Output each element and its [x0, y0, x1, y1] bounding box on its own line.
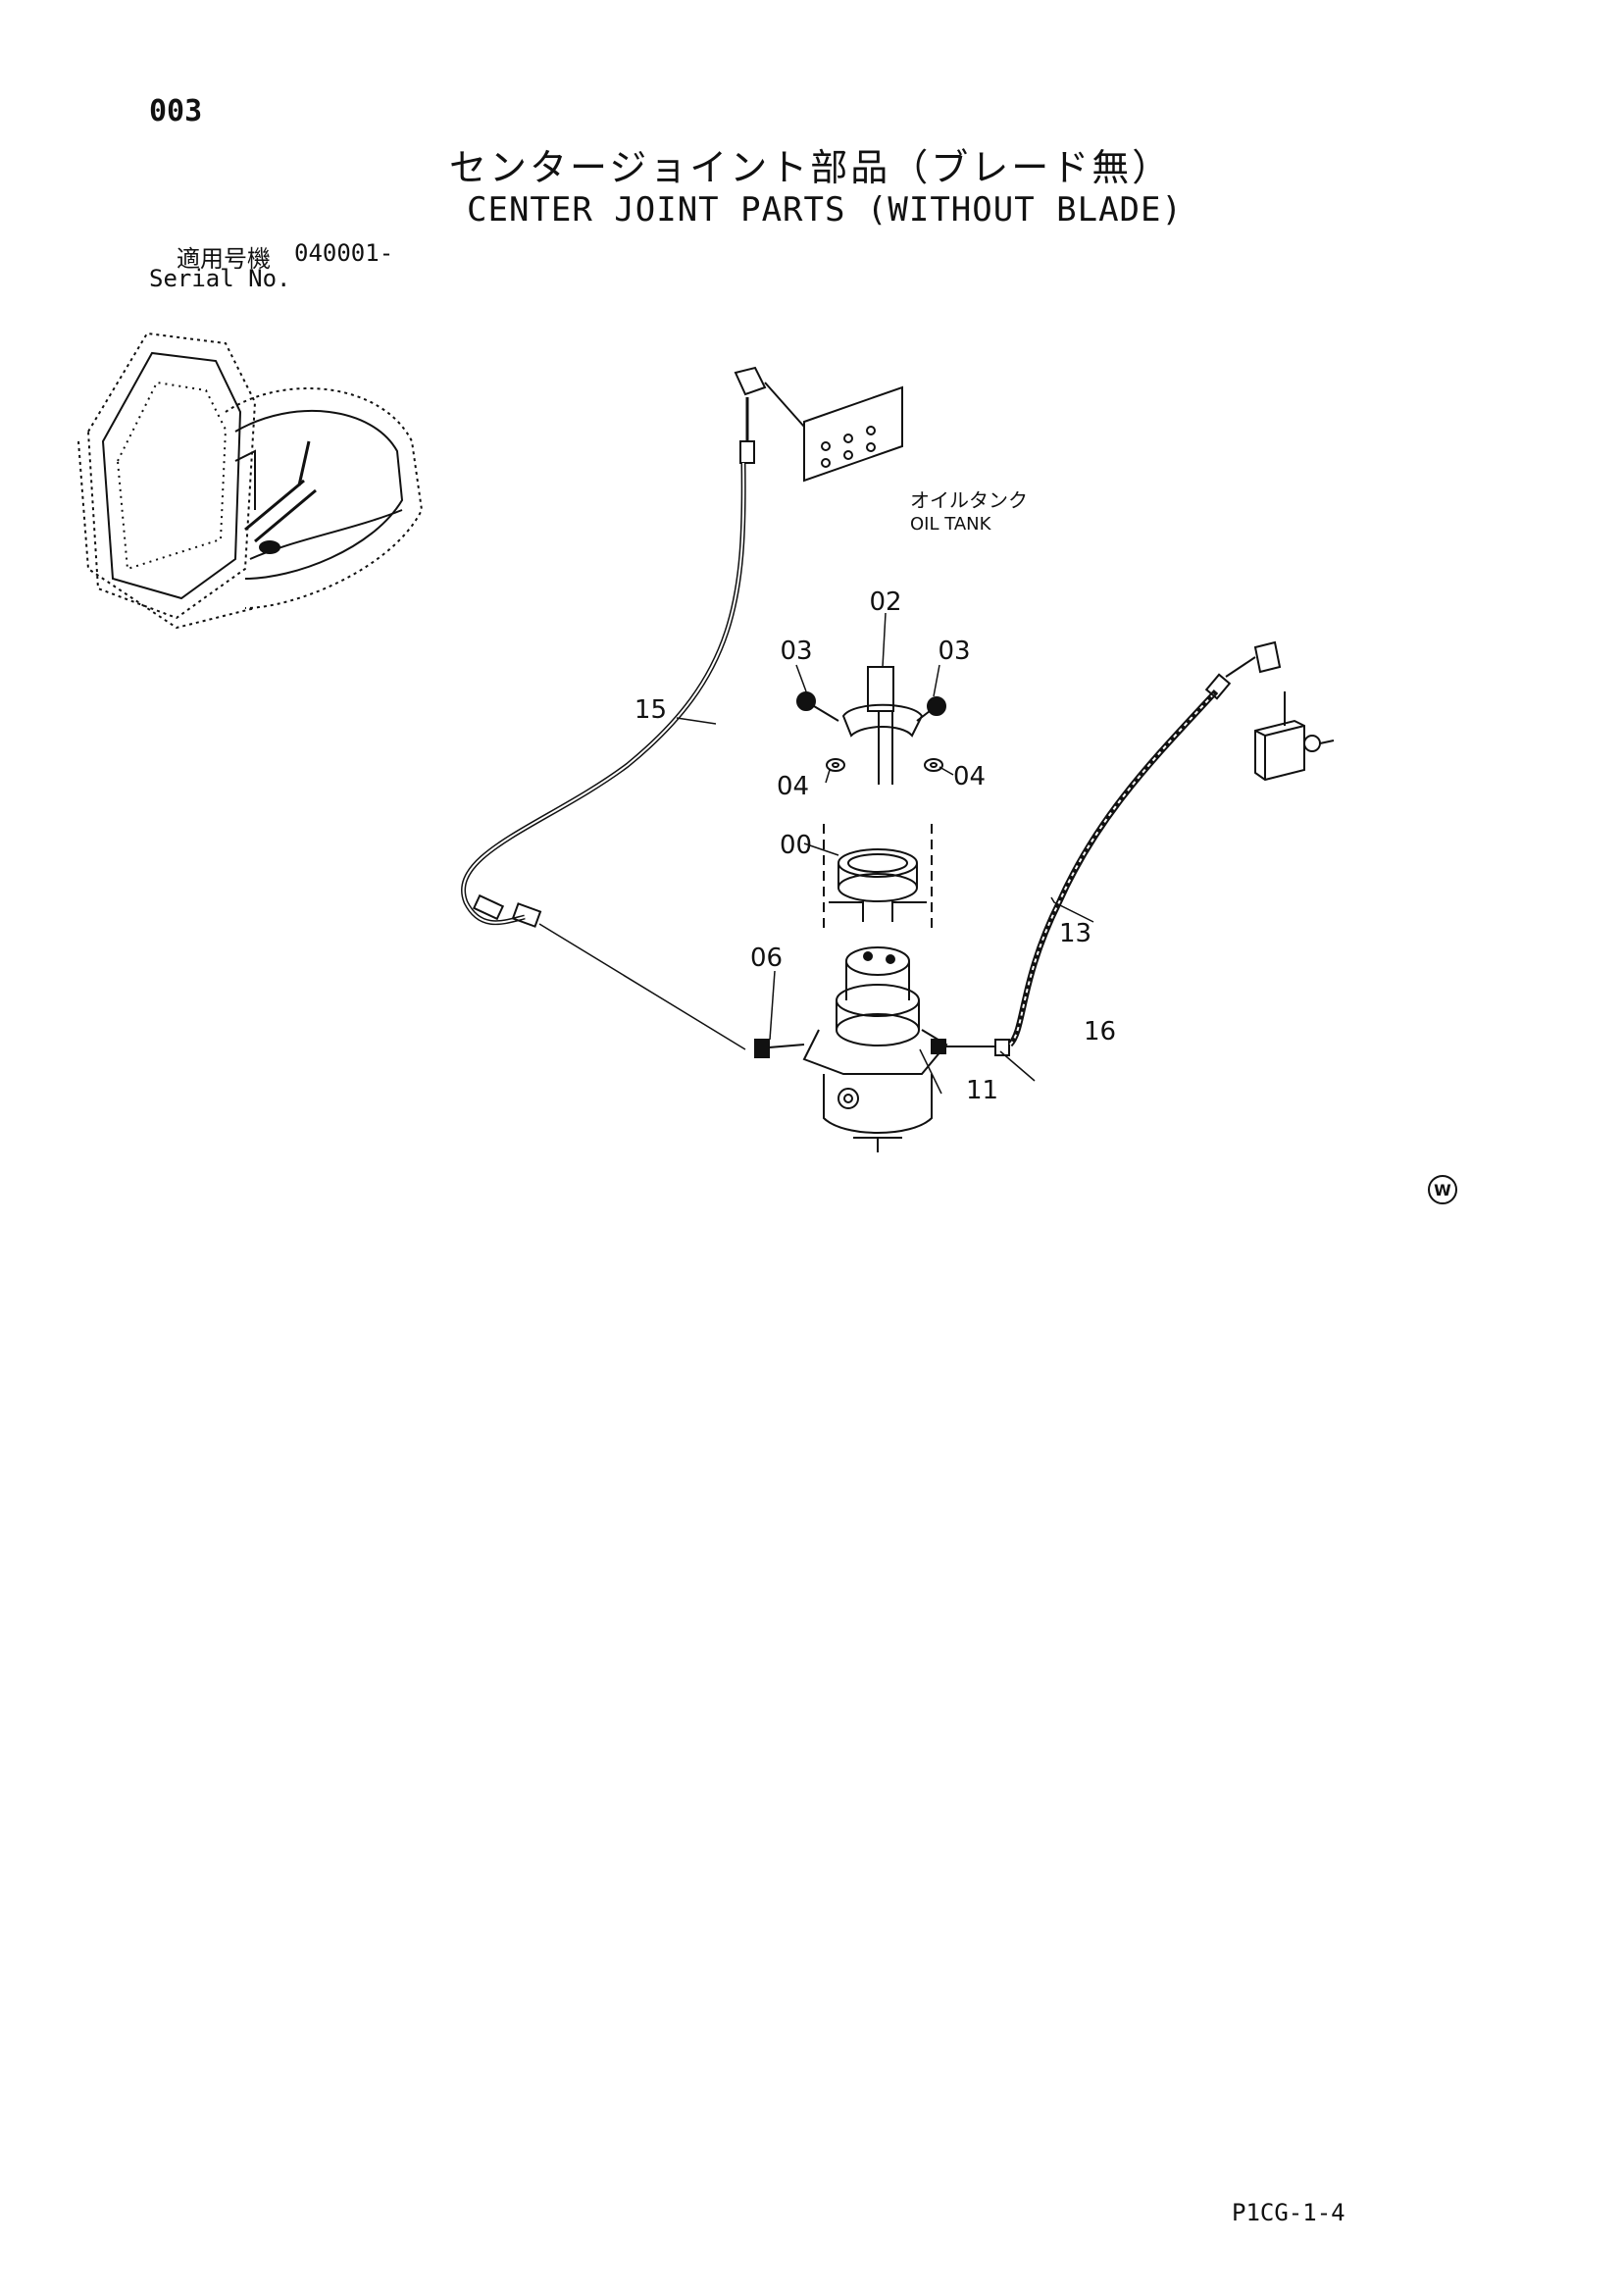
bolts-03 [796, 691, 946, 722]
center-joint-seal-00 [823, 824, 933, 932]
callout-03-right: 03 [938, 637, 970, 666]
hose-13 [1007, 640, 1282, 1047]
excavator-locator-illustration [77, 332, 424, 630]
washers-04 [826, 758, 943, 772]
page-number: 003 [149, 94, 203, 128]
solenoid-valve-block [1254, 691, 1335, 782]
callout-11: 11 [966, 1076, 998, 1105]
leader-hose15-to-06 [538, 923, 746, 1050]
serial-label-en: Serial No. [149, 265, 291, 292]
center-joint-body [802, 946, 948, 1152]
callout-03-left: 03 [780, 637, 812, 666]
serial-label-jp: 適用号機 [177, 245, 271, 273]
callout-13: 13 [1059, 919, 1091, 948]
w-mark-icon: W [1428, 1175, 1457, 1204]
serial-value: 040001- [294, 239, 394, 267]
oil-tank-label-en: OIL TANK [910, 514, 992, 535]
page-title-jp: センタージョイント部品（ブレード無） [449, 146, 1173, 189]
center-joint-diagram: 15 02 03 03 04 04 00 06 13 16 11 オイルタンク … [461, 366, 1335, 1152]
callout-04-left: 04 [777, 772, 809, 801]
oil-tank-label-jp: オイルタンク [910, 488, 1028, 512]
callout-02: 02 [869, 587, 901, 617]
hose-15 [461, 397, 755, 928]
callout-16: 16 [1084, 1017, 1116, 1046]
footer-page-code: P1CG-1-4 [1232, 2199, 1345, 2226]
callout-04-right: 04 [953, 762, 986, 791]
fitting-11-16 [931, 1039, 1010, 1056]
page-title-en: CENTER JOINT PARTS (WITHOUT BLADE) [467, 190, 1183, 230]
callout-00: 00 [780, 831, 812, 860]
fitting-06 [754, 1039, 805, 1058]
callout-leaders [676, 612, 1094, 1095]
oil-tank-plate [734, 366, 903, 483]
callout-15: 15 [634, 695, 667, 725]
callout-06: 06 [750, 944, 783, 973]
bracket-02 [841, 666, 924, 785]
